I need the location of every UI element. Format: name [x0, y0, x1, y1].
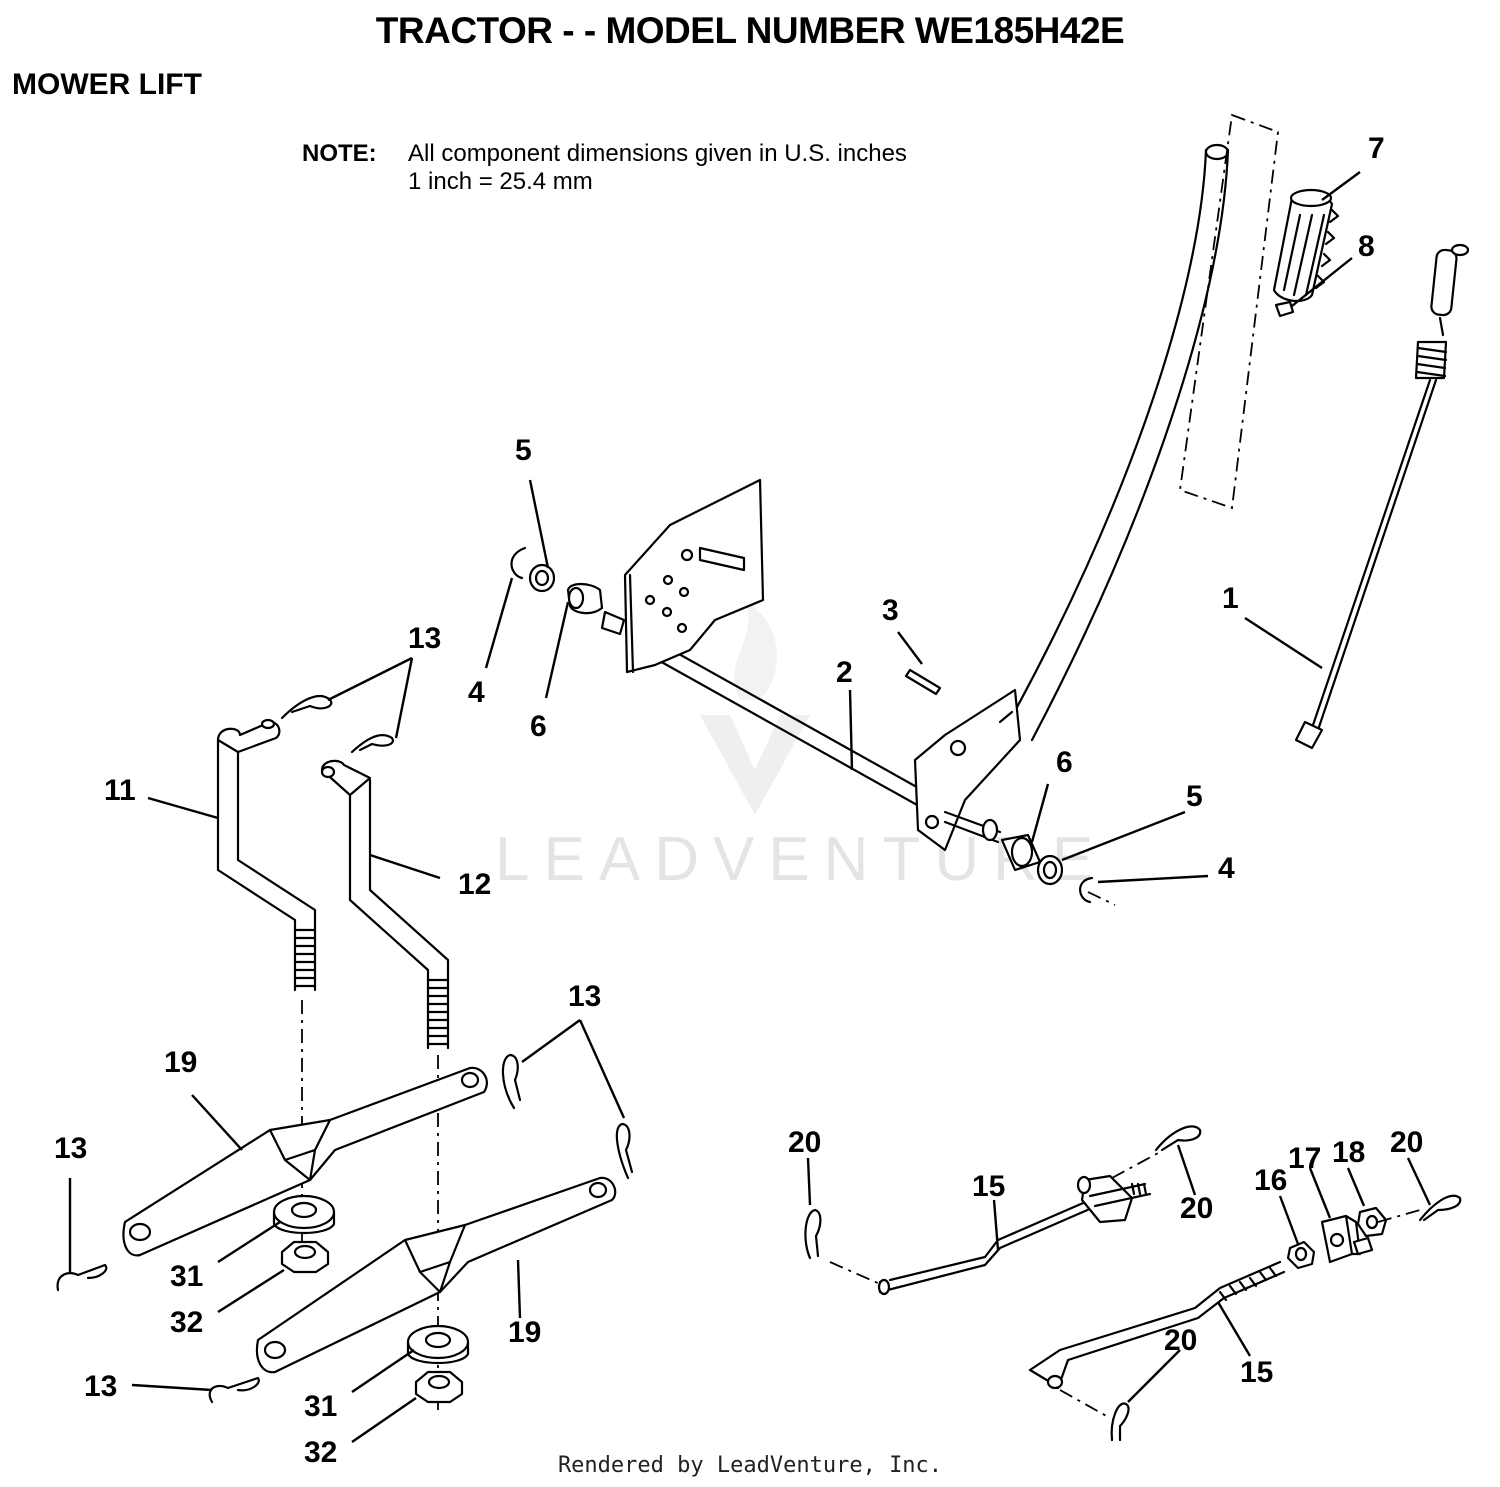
callout-19-upper: 19	[164, 1046, 197, 1079]
callout-19-lower: 19	[508, 1316, 541, 1349]
left-shaft-hardware	[510, 546, 626, 636]
page-title: TRACTOR - - MODEL NUMBER WE185H42E	[375, 10, 1125, 51]
part-15-adjust-rod-lower	[1028, 1260, 1286, 1390]
callout-32-lower: 32	[304, 1436, 337, 1469]
callout-17: 17	[1288, 1142, 1321, 1175]
hairpin-clip	[1110, 1402, 1130, 1442]
callout-5-left: 5	[515, 434, 532, 467]
callout-6-left: 6	[530, 710, 547, 743]
callout-32-upper: 32	[170, 1306, 203, 1339]
hairpin-clip	[56, 1263, 108, 1292]
part-7-grip	[1272, 191, 1334, 303]
leader-lines	[68, 171, 1432, 1443]
callout-3: 3	[882, 594, 899, 627]
callout-20-right: 20	[1390, 1126, 1423, 1159]
callout-11: 11	[104, 774, 136, 807]
side-plate	[623, 478, 765, 674]
callout-4-left: 4	[468, 676, 485, 709]
callout-13-left: 13	[54, 1132, 87, 1165]
centerline	[1059, 1389, 1111, 1419]
part-31-washer-upper	[272, 1194, 336, 1234]
callout-13-top: 13	[408, 622, 441, 655]
callout-13-middle: 13	[568, 980, 601, 1013]
hairpin-clip	[1418, 1194, 1462, 1222]
part-17-trunnion	[1320, 1214, 1374, 1264]
callout-8: 8	[1358, 230, 1375, 263]
callout-20-middle: 20	[1180, 1192, 1213, 1225]
hairpin-clip	[280, 694, 333, 720]
section-title: MOWER LIFT	[12, 68, 202, 101]
callout-31-lower: 31	[304, 1390, 337, 1423]
hairpin-clip	[804, 1208, 822, 1260]
part-32-nut-lower	[414, 1370, 464, 1404]
callout-16: 16	[1254, 1164, 1287, 1197]
part-11-lift-link	[216, 718, 317, 992]
right-shaft-hardware	[1000, 833, 1094, 904]
part-20-hairpin-clips	[804, 1125, 1462, 1442]
centerline	[1111, 1151, 1161, 1179]
centerline	[1087, 891, 1116, 906]
hairpin-clip	[1154, 1125, 1202, 1152]
part-32-nut-upper	[280, 1240, 330, 1274]
part-3-roll-pin	[904, 668, 942, 696]
hairpin-clip	[208, 1376, 260, 1404]
callout-2: 2	[836, 656, 853, 689]
part-16-nut	[1286, 1240, 1316, 1270]
callout-12: 12	[458, 868, 491, 901]
callout-1: 1	[1222, 582, 1239, 615]
callout-numbers: 1 2 3 4 4 5 5 6 6 7 8 11 12 13 13 13 13 …	[54, 132, 1423, 1469]
part-19-lift-arm-upper	[122, 1066, 488, 1257]
footer-credit: Rendered by LeadVenture, Inc.	[557, 1453, 943, 1478]
callout-4-right: 4	[1218, 852, 1235, 885]
callout-18: 18	[1332, 1136, 1365, 1169]
note-line-1: All component dimensions given in U.S. i…	[408, 140, 907, 167]
centerline	[1377, 1209, 1421, 1223]
part-15-adjust-rod-upper	[877, 1174, 1152, 1296]
watermark: LEADVENTURE	[495, 600, 1093, 894]
handle-grip-assembly	[1272, 188, 1340, 318]
callout-13-bottom: 13	[84, 1370, 117, 1403]
callout-6-right: 6	[1056, 746, 1073, 779]
part-31-washer-lower	[406, 1324, 470, 1364]
part-13-hairpin-clips	[56, 694, 634, 1404]
note-label: NOTE:	[302, 140, 377, 167]
part-2-lift-shaft-handle	[637, 113, 1279, 852]
callout-31-upper: 31	[170, 1260, 203, 1293]
part-8-nut	[1274, 300, 1295, 318]
part-12-lift-link	[320, 759, 450, 1050]
hairpin-clip	[350, 734, 394, 754]
part-19-lift-arm-lower	[255, 1176, 617, 1374]
part-4-retaining-ring-right	[1079, 876, 1094, 904]
callout-15-lower: 15	[1240, 1356, 1273, 1389]
callout-7: 7	[1368, 132, 1385, 165]
watermark-logo	[700, 715, 810, 815]
centerline	[829, 1261, 881, 1285]
part-4-retaining-ring-left	[510, 546, 527, 580]
part-1-lift-rod	[1294, 243, 1470, 750]
callout-20-left: 20	[788, 1126, 821, 1159]
part-18-nut	[1356, 1206, 1388, 1238]
hairpin-clip	[501, 1053, 522, 1110]
hairpin-clip	[615, 1122, 634, 1180]
callout-20-bottom: 20	[1164, 1324, 1197, 1357]
callout-15-upper: 15	[972, 1170, 1005, 1203]
note-line-2: 1 inch = 25.4 mm	[408, 168, 593, 195]
callout-5-right: 5	[1186, 780, 1203, 813]
